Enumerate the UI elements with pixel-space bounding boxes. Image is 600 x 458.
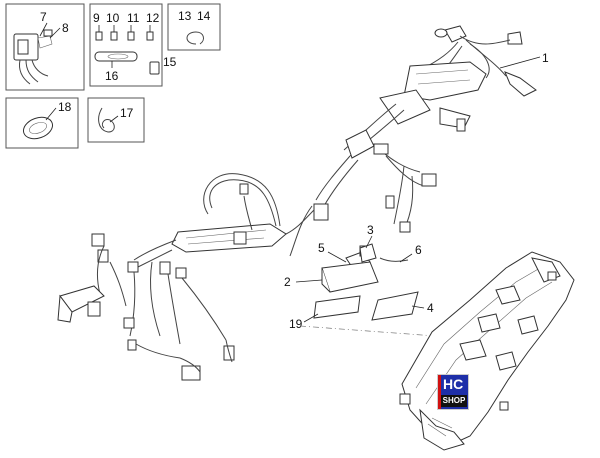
callout-14: 14 xyxy=(197,9,211,23)
callout-19: 19 xyxy=(289,317,303,331)
callout-16: 16 xyxy=(105,69,119,83)
shop-logo-shop: SHOP xyxy=(441,395,467,407)
callout-1-leader xyxy=(499,56,541,69)
callout-10: 10 xyxy=(106,11,120,25)
inset-fuses xyxy=(89,3,163,87)
callout-15: 15 xyxy=(163,55,177,69)
callout-18: 18 xyxy=(58,100,72,114)
callout-12: 12 xyxy=(146,11,160,25)
callout-13: 13 xyxy=(178,9,192,23)
callout-9: 9 xyxy=(93,11,100,25)
callout-4: 4 xyxy=(427,301,434,315)
inset-clip xyxy=(167,3,221,51)
inset-grommet xyxy=(5,97,79,149)
callout-5: 5 xyxy=(318,241,325,255)
callout-17: 17 xyxy=(120,106,134,120)
inset-connector-block xyxy=(5,3,85,91)
callout-11: 11 xyxy=(127,11,140,25)
callout-8: 8 xyxy=(62,21,69,35)
shop-logo-hc: HC xyxy=(443,376,464,392)
callout-1: 1 xyxy=(542,51,549,65)
callout-3: 3 xyxy=(367,223,374,237)
callout-6: 6 xyxy=(415,243,422,257)
rear-subframe xyxy=(399,251,575,451)
shop-logo: HC SHOP xyxy=(437,374,469,410)
battery-group xyxy=(295,235,425,323)
callout-2: 2 xyxy=(284,275,291,289)
main-wiring-harness xyxy=(57,25,537,381)
callout-7: 7 xyxy=(40,10,47,24)
inset-cable-tie xyxy=(87,97,145,143)
